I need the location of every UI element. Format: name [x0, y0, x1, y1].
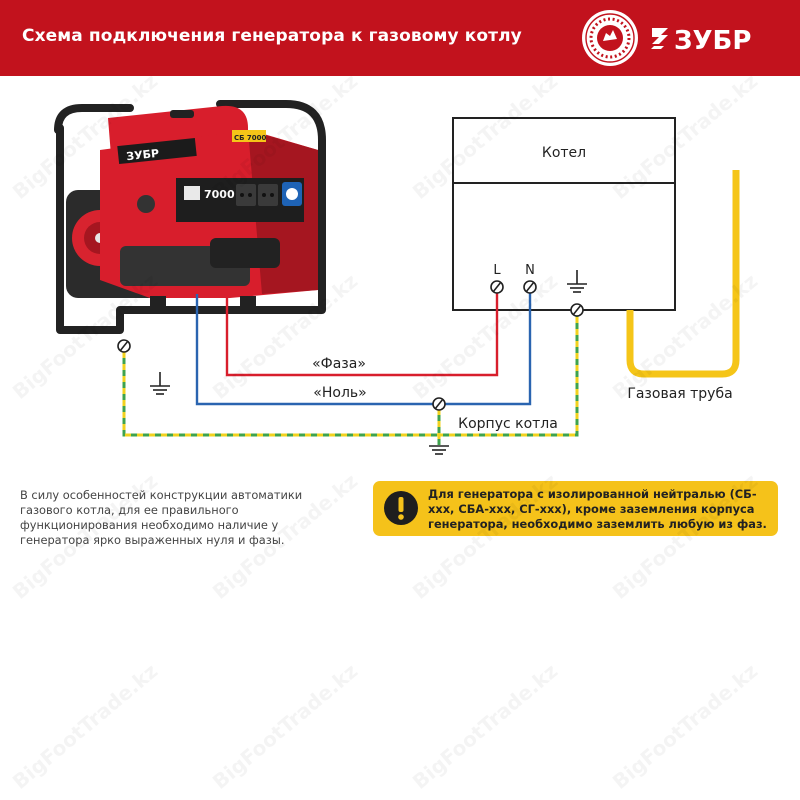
phase-wire	[225, 293, 499, 377]
generator-illustration: ЗУБР СБ 7000 7000	[54, 100, 326, 334]
svg-text:BigFootTrade.kz: BigFootTrade.kz	[8, 659, 162, 794]
terminal-n-icon	[523, 280, 537, 294]
warning-text: Для генератора с изолированной нейтралью…	[428, 487, 767, 531]
svg-text:BigFootTrade.kz: BigFootTrade.kz	[208, 659, 362, 794]
neutral-ground-junction-icon	[432, 397, 446, 411]
terminal-l-icon	[490, 280, 504, 294]
terminal-ground-icon	[570, 303, 584, 317]
best-brand-badge-icon	[582, 10, 638, 66]
boiler-title: Котел	[542, 145, 586, 161]
gas-pipe-label: Газовая труба	[627, 386, 732, 402]
ground-wire	[122, 316, 579, 445]
gas-pipe	[626, 170, 740, 378]
warning-box: Для генератора с изолированной нейтралью…	[373, 481, 778, 536]
svg-text:ЗУБР: ЗУБР	[674, 26, 751, 56]
note-text: В силу особенностей конструкции автомати…	[20, 488, 303, 547]
header-bar: Схема подключения генератора к газовому …	[0, 0, 800, 76]
svg-text:BigFootTrade.kz: BigFootTrade.kz	[408, 659, 562, 794]
exclamation-icon	[384, 491, 418, 525]
boiler-ground-icon	[567, 270, 587, 293]
svg-text:BigFootTrade.kz: BigFootTrade.kz	[608, 659, 762, 794]
connection-diagram: ЗУБР СБ 7000 7000 Котел L N Газовая тру	[54, 100, 740, 455]
boiler-body-label: Корпус котла	[458, 416, 558, 432]
terminal-l-label: L	[493, 263, 501, 278]
neutral-wire	[195, 293, 532, 406]
terminal-n-label: N	[525, 263, 535, 278]
neutral-label: «Ноль»	[313, 385, 366, 401]
generator-ground-terminal-icon	[117, 339, 131, 353]
phase-label: «Фаза»	[312, 356, 366, 372]
generator-ground-icon	[150, 372, 170, 395]
page-title: Схема подключения генератора к газовому …	[22, 26, 522, 46]
svg-text:ЗУБР: ЗУБР	[126, 147, 160, 163]
zubr-logo: ЗУБР	[651, 26, 751, 56]
svg-text:СБ 7000: СБ 7000	[234, 134, 267, 142]
earth-ground-icon	[429, 445, 449, 455]
boiler-box	[452, 117, 676, 311]
svg-text:7000: 7000	[204, 188, 235, 201]
